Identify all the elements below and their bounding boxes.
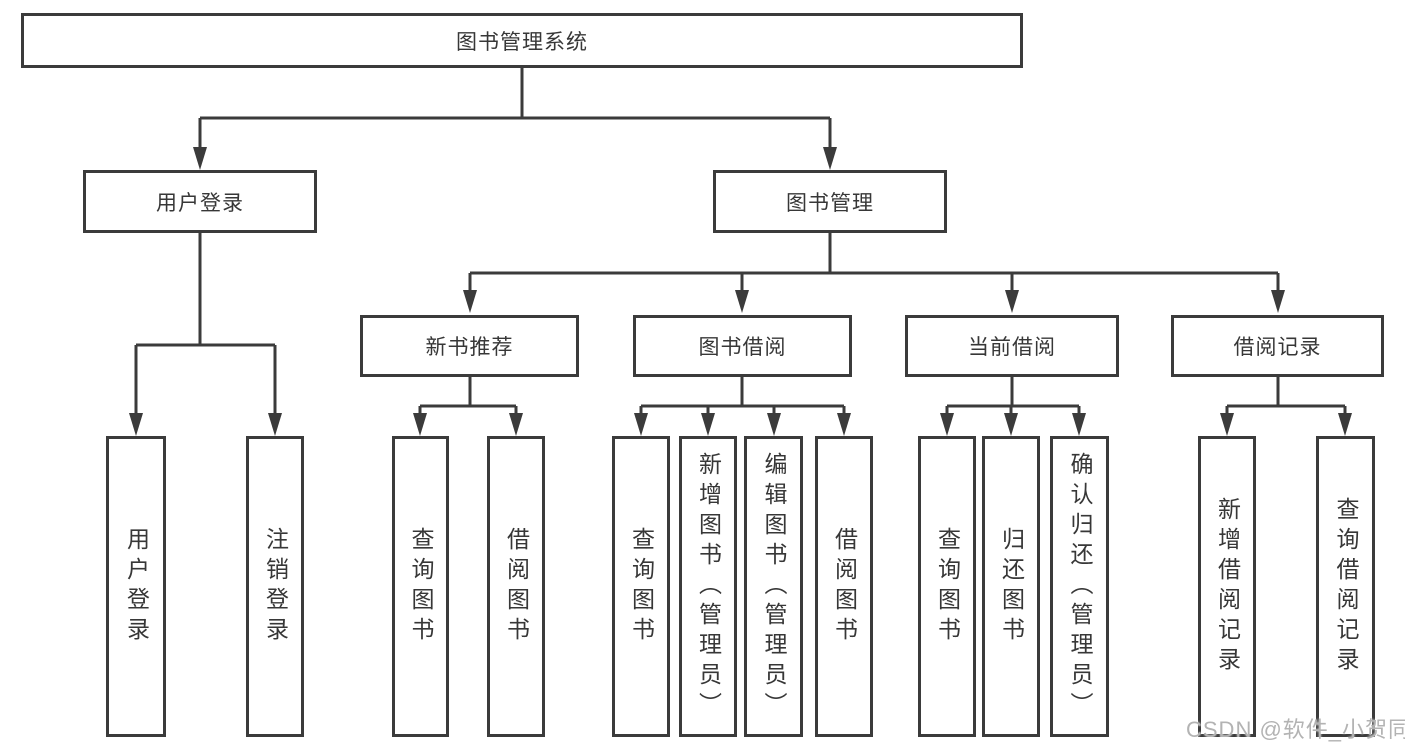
leaf-return-books-label: 归还图书 [998,526,1025,647]
node-book-borrow: 图书借阅 [633,315,852,377]
arrowhead [767,413,781,436]
book-management-branch-line [468,233,1280,294]
node-user-login-label: 用户登录 [156,191,244,215]
leaf-user-login: 用户登录 [106,436,166,737]
arrowhead [701,413,715,436]
leaf-query-borrow-record: 查询借阅记录 [1316,436,1375,737]
arrowhead [268,413,282,436]
leaf-query-books-current-label: 查询图书 [934,526,961,647]
node-root-label: 图书管理系统 [456,30,588,54]
leaf-add-borrow-record: 新增借阅记录 [1198,436,1256,737]
node-current-borrow-label: 当前借阅 [968,336,1056,359]
leaf-return-books: 归还图书 [982,436,1040,737]
leaf-borrow-books-label: 借阅图书 [831,526,858,647]
leaf-query-borrow-record-label: 查询借阅记录 [1333,496,1359,677]
arrowhead [463,290,477,313]
arrowhead [940,413,954,436]
leaf-edit-books-admin-label: 编辑图书（管理员） [761,451,787,722]
leaf-add-borrow-record-label: 新增借阅记录 [1214,496,1241,677]
leaf-borrow-books-recommend-label: 借阅图书 [503,526,530,647]
arrowhead [735,290,749,313]
current-borrow-branch-line [945,377,1081,418]
arrowhead [837,413,851,436]
leaf-logout-label: 注销登录 [262,526,289,647]
arrowhead [1005,290,1019,313]
arrowhead [1004,413,1018,436]
leaf-query-books-current: 查询图书 [918,436,976,737]
arrowhead [1338,413,1352,436]
leaf-borrow-books: 借阅图书 [815,436,873,737]
book-borrow-branch-line [639,377,846,418]
arrowhead [1072,413,1086,436]
user-login-branch-line [134,233,277,418]
node-book-management: 图书管理 [713,170,947,233]
leaf-add-books-admin-label: 新增图书（管理员） [695,451,722,722]
node-current-borrow: 当前借阅 [905,315,1119,377]
leaf-user-login-label: 用户登录 [123,526,150,647]
leaf-add-books-admin: 新增图书（管理员） [679,436,737,737]
arrowhead [129,413,143,436]
node-borrow-record-label: 借阅记录 [1233,336,1322,359]
csdn-watermark: CSDN @软件_小贺同学 [1186,717,1405,742]
node-user-login: 用户登录 [83,170,317,233]
node-new-book-recommend: 新书推荐 [360,315,579,377]
arrowhead [634,413,648,436]
node-book-borrow-label: 图书借阅 [698,336,787,359]
borrow-record-branch-line [1225,377,1347,418]
leaf-query-books-borrow: 查询图书 [612,436,670,737]
arrowhead [193,147,207,170]
arrowhead [1271,290,1285,313]
leaf-confirm-return-admin: 确认归还（管理员） [1050,436,1109,737]
node-book-management-label: 图书管理 [786,191,874,215]
leaf-query-books-recommend: 查询图书 [392,436,449,737]
arrowhead [509,413,523,436]
leaf-edit-books-admin: 编辑图书（管理员） [744,436,803,737]
leaf-confirm-return-admin-label: 确认归还（管理员） [1067,451,1093,722]
arrowhead [1220,413,1234,436]
root-to-level1-line [198,68,832,150]
arrowhead [413,413,427,436]
node-borrow-record: 借阅记录 [1171,315,1384,377]
leaf-query-books-borrow-label: 查询图书 [628,526,655,647]
leaf-borrow-books-recommend: 借阅图书 [487,436,545,737]
leaf-logout: 注销登录 [246,436,304,737]
node-root: 图书管理系统 [21,13,1023,68]
leaf-query-books-recommend-label: 查询图书 [408,526,434,647]
node-new-book-recommend-label: 新书推荐 [425,336,514,359]
arrowhead [823,147,837,170]
new-book-branch-line [418,377,518,418]
